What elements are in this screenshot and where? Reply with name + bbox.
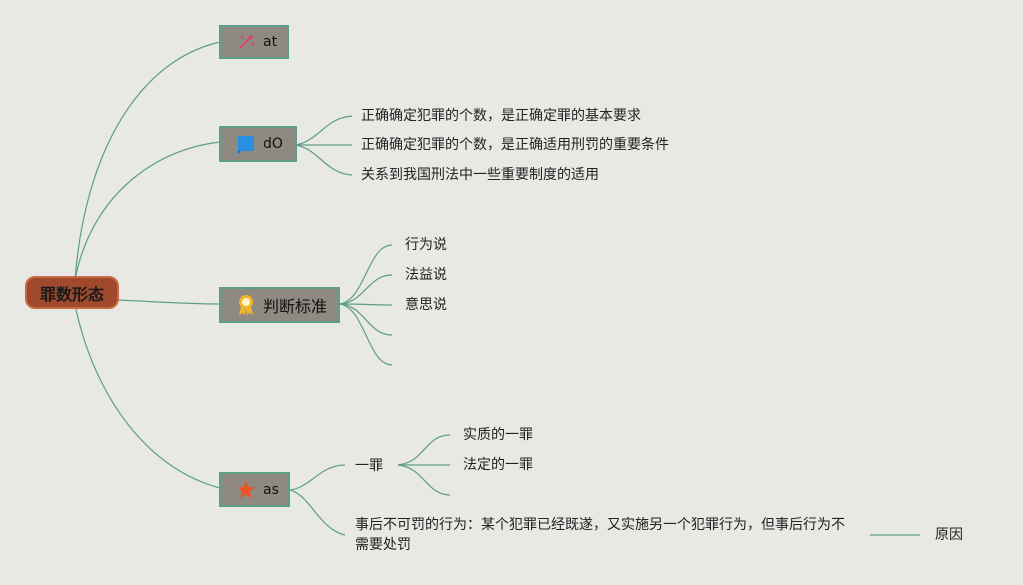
yizui-item[interactable]: 法定的一罪 [463, 457, 533, 473]
branch-do[interactable]: dO [219, 126, 297, 162]
branch-as-label: as [263, 481, 279, 498]
award-ribbon-icon [235, 294, 257, 316]
shihou-node[interactable]: 事后不可罚的行为：某个犯罪已经既遂，又实施另一个犯罪行为，但事后行为不需要处罚 [355, 517, 845, 553]
branch-as[interactable]: as [219, 472, 290, 507]
do-item[interactable]: 关系到我国刑法中一些重要制度的适用 [361, 167, 599, 183]
branch-at[interactable]: at [219, 25, 289, 59]
root-label: 罪数形态 [39, 284, 104, 304]
do-item[interactable]: 正确确定犯罪的个数，是正确定罪的基本要求 [361, 108, 641, 124]
branch-judge-label: 判断标准 [263, 297, 328, 316]
branch-do-label: dO [263, 136, 283, 152]
judge-item[interactable]: 意思说 [405, 297, 447, 313]
root-node[interactable]: 罪数形态 [25, 276, 119, 309]
branch-at-label: at [263, 34, 278, 50]
judge-item[interactable]: 行为说 [405, 237, 447, 253]
branch-judge[interactable]: 判断标准 [219, 287, 340, 323]
do-item[interactable]: 正确确定犯罪的个数，是正确适用刑罚的重要条件 [361, 137, 669, 153]
flag-icon [235, 133, 257, 155]
magic-wand-icon [235, 31, 257, 53]
judge-item[interactable]: 法益说 [405, 267, 447, 283]
yizui-item[interactable]: 实质的一罪 [463, 427, 533, 443]
yizui-node[interactable]: 一罪 [355, 458, 383, 474]
reason-node[interactable]: 原因 [935, 527, 963, 543]
star-icon [235, 479, 257, 501]
